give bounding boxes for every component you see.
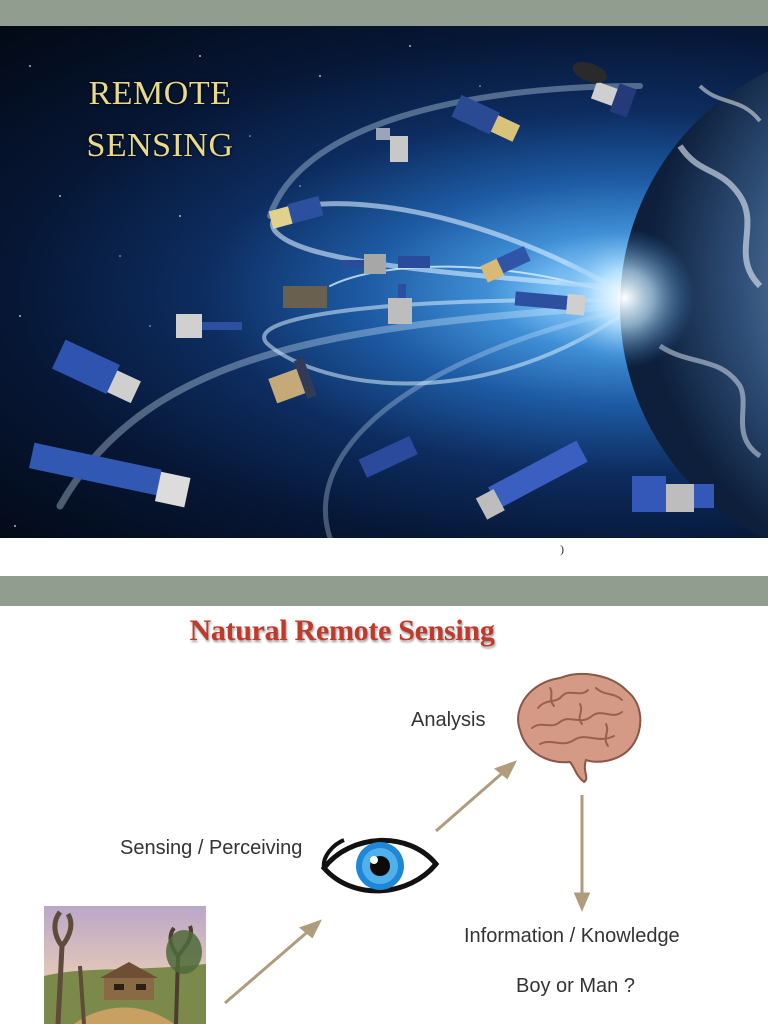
satellite-icon	[358, 435, 418, 478]
information-label: Information / Knowledge	[464, 925, 680, 947]
arrow-to-eye	[224, 926, 313, 1005]
satellite-icon	[632, 476, 714, 512]
top-band	[0, 0, 768, 26]
arrow-to-eye-head	[298, 919, 323, 939]
analysis-label: Analysis	[411, 709, 486, 731]
stars	[14, 45, 481, 527]
satellite-icon	[176, 314, 242, 338]
satellite-icon	[268, 357, 317, 404]
eye-icon	[320, 837, 440, 894]
sensing-label: Sensing / Perceiving	[120, 837, 303, 859]
arrow-to-brain-head	[493, 760, 518, 780]
satellite-icon	[342, 254, 430, 274]
slide2-band	[0, 576, 768, 606]
satellite-icon	[376, 128, 408, 162]
brain-icon	[517, 673, 642, 784]
satellite-icon	[451, 94, 521, 142]
satellite-icon	[388, 284, 412, 324]
arrow-to-information-head	[573, 892, 591, 912]
painting-icon	[44, 906, 206, 1024]
slide2-title: Natural Remote Sensing	[189, 614, 495, 647]
arrow-to-brain	[435, 767, 508, 833]
satellite-icon	[283, 286, 327, 308]
satellite-icon	[572, 61, 637, 118]
satellite-icon	[480, 246, 531, 283]
slide-footnote: )	[560, 542, 564, 556]
remote-sensing-slide: REMOTE SENSING	[0, 26, 768, 538]
space-illustration	[14, 45, 768, 538]
slide-title: REMOTE SENSING	[70, 68, 250, 172]
satellite-icon	[268, 196, 324, 229]
title-line-2: SENSING	[86, 127, 234, 164]
satellite-icon	[514, 291, 586, 316]
title-line-1: REMOTE	[88, 75, 232, 112]
satellite-icon	[475, 440, 588, 520]
question-label: Boy or Man ?	[516, 975, 635, 997]
satellites	[29, 61, 714, 520]
satellite-icon	[29, 442, 191, 508]
sun-glow	[555, 228, 695, 368]
orbit-trails	[56, 83, 643, 538]
satellite-icon	[51, 339, 141, 404]
